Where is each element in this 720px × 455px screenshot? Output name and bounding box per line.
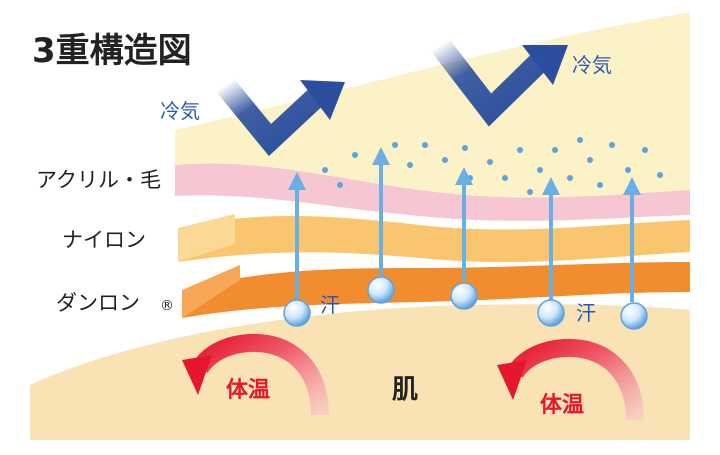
cold-air-arrow-right — [431, 38, 568, 127]
cold-air-label-left: 冷気 — [160, 99, 200, 123]
layer-label-danlon: ダンロン — [56, 291, 140, 315]
body-heat-arrow-right — [497, 338, 644, 421]
skin-area — [30, 304, 690, 440]
sweat-label-right: 汗 — [576, 301, 596, 325]
acrylic-wool-layer — [175, 163, 690, 221]
layer-label-acrylic-wool: アクリル・毛 — [36, 168, 161, 192]
nylon-layer — [178, 215, 690, 263]
danlon-layer — [182, 262, 690, 318]
sweat-arrows — [288, 147, 641, 302]
vapor-dots — [322, 137, 663, 195]
diagram-title: 3重構造図 — [32, 31, 192, 71]
layer-label-nylon: ナイロン — [62, 228, 146, 252]
body-heat-arrow-left — [182, 333, 329, 416]
body-heat-label-left: 体温 — [226, 378, 270, 403]
cold-air-label-right: 冷気 — [572, 53, 612, 77]
danlon-layer-side — [182, 265, 240, 318]
registered-mark: ® — [160, 298, 174, 314]
skin-label: 肌 — [392, 375, 418, 405]
nylon-layer-side — [178, 214, 235, 262]
cold-air-arrow-left — [216, 78, 345, 157]
body-heat-label-right: 体温 — [540, 393, 584, 418]
sweat-label-left: 汗 — [320, 293, 340, 317]
sweat-droplets — [283, 276, 648, 330]
